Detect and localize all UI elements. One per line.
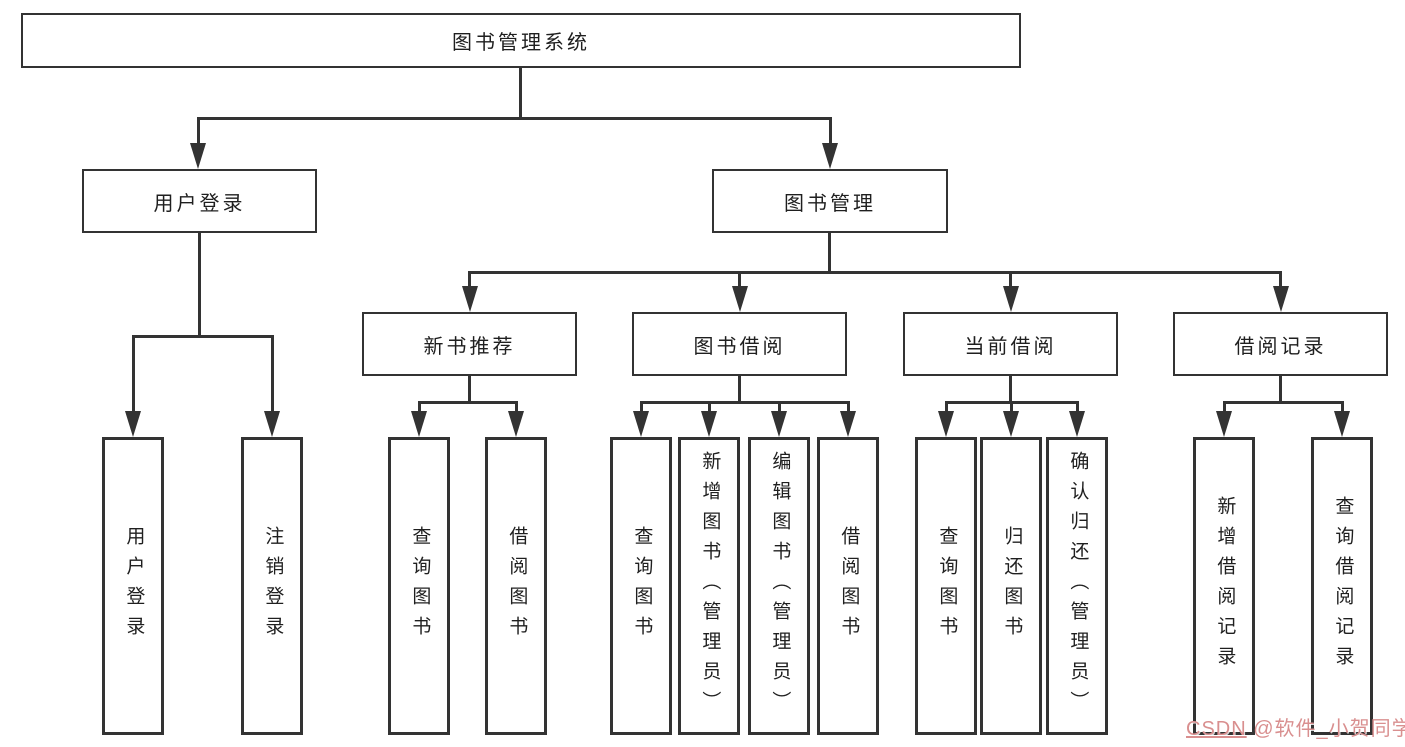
connector-line (196, 118, 200, 146)
arrow-down-icon (938, 411, 954, 437)
connector-line (131, 336, 135, 414)
arrow-down-icon (461, 286, 478, 312)
arrow-down-icon (190, 143, 206, 169)
connector-line (707, 402, 711, 414)
arrow-down-icon (840, 411, 856, 437)
leaf-edit-book-admin: 编辑图书（管理员） (748, 437, 810, 735)
leaf-query-book-current: 查询图书 (915, 437, 977, 735)
node-borrow-record: 借阅记录 (1173, 312, 1388, 376)
node-book-borrow: 图书借阅 (632, 312, 847, 376)
connector-line (1009, 376, 1012, 402)
leaf-borrow-book: 借阅图书 (817, 437, 879, 735)
arrow-down-icon (125, 411, 141, 437)
arrow-down-icon (1216, 411, 1232, 437)
watermark-handle: @软件_小贺同学 (1246, 718, 1405, 740)
connector-line (1009, 272, 1012, 289)
connector-line (1279, 272, 1282, 289)
arrow-down-icon (1002, 286, 1019, 312)
connector-line (639, 400, 850, 404)
connector-line (131, 334, 274, 338)
connector-line (846, 402, 850, 414)
connector-line (944, 402, 948, 414)
arrow-down-icon (1069, 411, 1085, 437)
node-current-borrow: 当前借阅 (903, 312, 1118, 376)
connector-line (828, 118, 832, 146)
leaf-return-book: 归还图书 (980, 437, 1042, 735)
leaf-confirm-return-admin: 确认归还（管理员） (1046, 437, 1108, 735)
connector-line (1222, 402, 1226, 414)
arrow-down-icon (508, 411, 524, 437)
connector-line (1075, 402, 1079, 414)
connector-line (417, 400, 518, 404)
leaf-user-login: 用户登录 (102, 437, 164, 735)
leaf-add-book-admin: 新增图书（管理员） (678, 437, 740, 735)
arrow-down-icon (1003, 411, 1019, 437)
node-user-login: 用户登录 (82, 169, 317, 233)
node-book-management: 图书管理 (712, 169, 948, 233)
connector-line (1222, 400, 1344, 404)
leaf-query-book-recommend: 查询图书 (388, 437, 450, 735)
arrow-down-icon (822, 143, 838, 169)
connector-line (639, 402, 643, 414)
arrow-down-icon (1334, 411, 1350, 437)
connector-line (468, 272, 471, 289)
connector-line (944, 400, 1079, 404)
connector-line (777, 402, 781, 414)
leaf-logout: 注销登录 (241, 437, 303, 735)
arrow-down-icon (411, 411, 427, 437)
connector-line (1009, 402, 1013, 414)
node-new-book-recommend: 新书推荐 (362, 312, 577, 376)
connector-line (270, 336, 274, 414)
arrow-down-icon (731, 286, 748, 312)
connector-line (514, 402, 518, 414)
arrow-down-icon (771, 411, 787, 437)
connector-line (1279, 376, 1282, 402)
arrow-down-icon (1272, 286, 1289, 312)
watermark-brand: CSDN (1186, 718, 1247, 740)
connector-line (417, 402, 421, 414)
csdn-watermark: CSDN @软件_小贺同学 (1186, 712, 1405, 741)
leaf-query-book-borrow: 查询图书 (610, 437, 672, 735)
connector-line (738, 376, 741, 402)
leaf-query-borrow-record: 查询借阅记录 (1311, 437, 1373, 735)
connector-line (198, 233, 201, 337)
connector-line (827, 233, 831, 273)
leaf-borrow-book-recommend: 借阅图书 (485, 437, 547, 735)
arrow-down-icon (633, 411, 649, 437)
node-root: 图书管理系统 (21, 13, 1021, 68)
connector-line (196, 116, 832, 120)
connector-line (468, 376, 471, 402)
connector-line (518, 68, 522, 119)
arrow-down-icon (701, 411, 717, 437)
leaf-add-borrow-record: 新增借阅记录 (1193, 437, 1255, 735)
connector-line (738, 272, 741, 289)
connector-line (468, 270, 1282, 274)
arrow-down-icon (264, 411, 280, 437)
connector-line (1340, 402, 1344, 414)
